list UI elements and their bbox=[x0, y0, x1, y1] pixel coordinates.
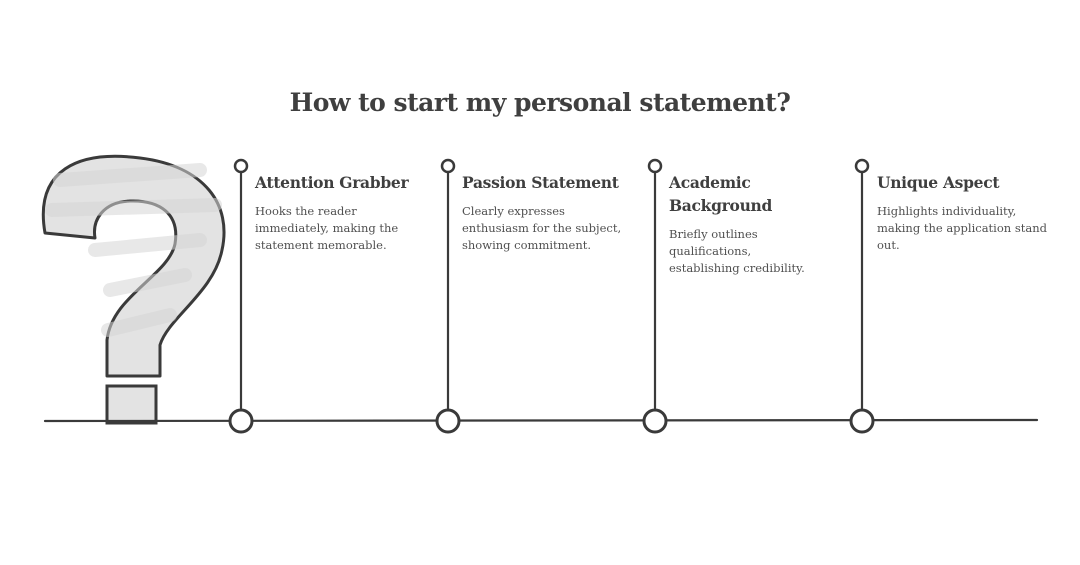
page-title: How to start my personal statement? bbox=[289, 88, 791, 117]
step-passion-statement: Passion Statement Clearly expresses enth… bbox=[462, 171, 622, 254]
question-mark-icon bbox=[41, 154, 226, 425]
milestone-marker-3 bbox=[642, 158, 668, 434]
step-attention-grabber: Attention Grabber Hooks the reader immed… bbox=[255, 171, 430, 254]
step-description: Briefly outlines qualifications, establi… bbox=[669, 227, 805, 275]
step-title: Academic Background bbox=[669, 173, 773, 215]
step-title: Attention Grabber bbox=[255, 173, 409, 192]
step-title: Passion Statement bbox=[462, 173, 619, 192]
step-description: Hooks the reader immediately, making the… bbox=[255, 204, 399, 252]
milestone-marker-2 bbox=[435, 158, 461, 434]
timeline-baseline bbox=[43, 418, 1039, 423]
step-unique-aspect: Unique Aspect Highlights individuality, … bbox=[877, 171, 1047, 254]
milestone-marker-1 bbox=[228, 158, 254, 434]
step-description: Highlights individuality, making the app… bbox=[877, 204, 1047, 252]
step-title: Unique Aspect bbox=[877, 173, 1000, 192]
step-description: Clearly expresses enthusiasm for the sub… bbox=[462, 204, 622, 252]
milestone-marker-4 bbox=[849, 158, 875, 434]
step-academic-background: Academic Background Briefly outlines qua… bbox=[669, 171, 819, 277]
